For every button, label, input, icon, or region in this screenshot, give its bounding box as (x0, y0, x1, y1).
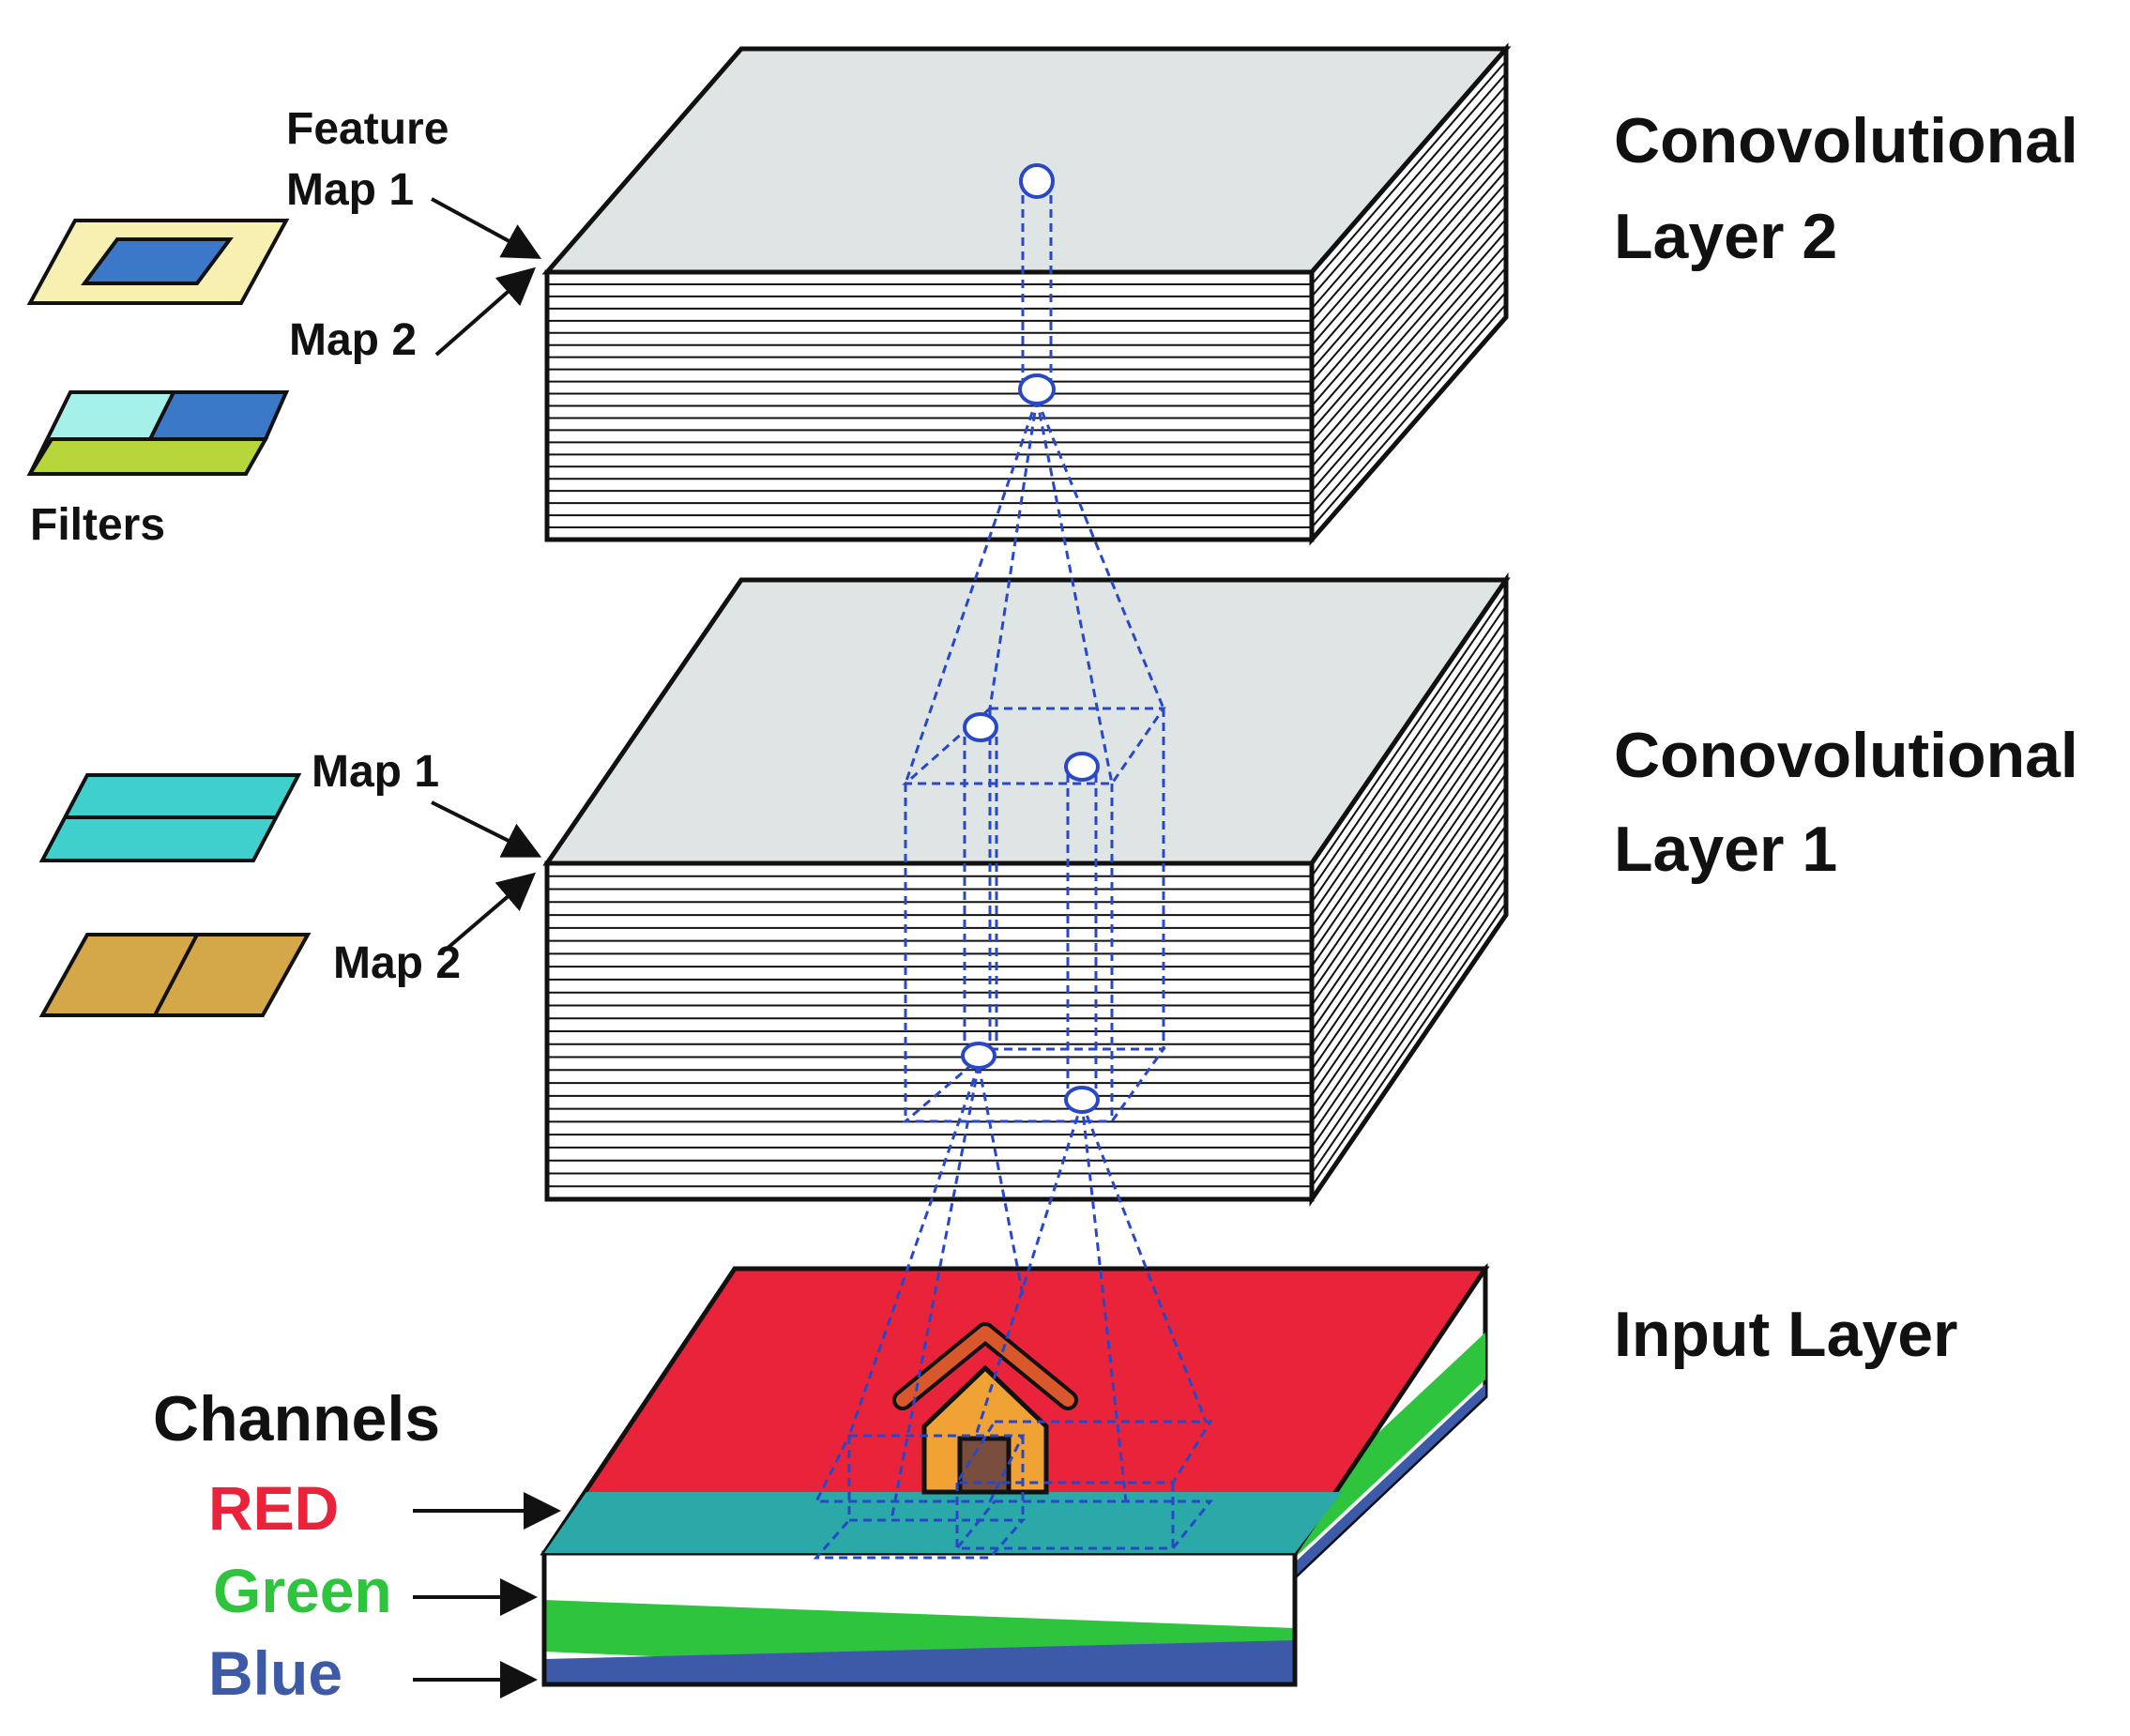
conv1-bottom-neuron-b (1064, 1086, 1100, 1114)
filters-label: Filters (30, 500, 165, 550)
channels-title: Channels (153, 1383, 440, 1454)
conv2-map1-label: Map 1 (286, 165, 414, 215)
stack-line-side (1311, 721, 1507, 1007)
stack-line-side (1311, 876, 1507, 1162)
conv-layer-1-block (542, 571, 1511, 1208)
arrows (413, 197, 561, 1698)
stack-line-side (1311, 181, 1507, 407)
stack-line-side (1311, 902, 1507, 1187)
input-side-blue-stripe (1295, 1384, 1485, 1576)
input-blue-channel (544, 1640, 1295, 1684)
conv2-bottom-neuron (1018, 373, 1056, 405)
stack-line-side (1311, 863, 1507, 1149)
conv2-title-line2: Layer 2 (1614, 201, 1837, 272)
stack-line-side (1311, 254, 1507, 480)
stack-line-side (1311, 109, 1507, 334)
stack-line-side (1311, 889, 1507, 1175)
stack-line-side (1311, 695, 1507, 981)
channel-green-label: Green (213, 1556, 392, 1625)
stack-line-side (1311, 121, 1507, 346)
conv1-filter-map-2 (38, 933, 312, 1017)
arrow-feature-map-1 (431, 197, 542, 259)
receptive-field-lines (813, 195, 1214, 1560)
stack-line-side (1311, 97, 1507, 322)
conv1-map2-label: Map 2 (333, 938, 461, 988)
stack-line-side (1311, 760, 1507, 1045)
conv1-neuron-b (1064, 752, 1100, 782)
stack-line-side (1311, 193, 1507, 419)
conv1-bottom-neuron-a (961, 1042, 997, 1070)
stack-line-side (1311, 657, 1507, 942)
conv2-map2-label: Map 2 (289, 315, 417, 365)
stack-line-side (1311, 617, 1507, 903)
conv-layer-2-block (541, 42, 1512, 546)
stack-line-side (1311, 592, 1507, 877)
stack-line-side (1311, 644, 1507, 929)
input-layer-title: Input Layer (1614, 1299, 1958, 1370)
conv1-title-line1: Conovolutional (1614, 720, 2078, 791)
arrow-conv1-map-1 (431, 800, 542, 858)
stack-line-side (1311, 825, 1507, 1110)
stack-line-side (1311, 850, 1507, 1135)
stack-line-side (1311, 84, 1507, 310)
stack-line-side (1311, 772, 1507, 1058)
stack-line-side (1311, 266, 1507, 492)
stack-line-side (1311, 303, 1507, 528)
stack-line-side (1311, 669, 1507, 954)
conv2-title-line1: Conovolutional (1614, 105, 2078, 176)
conv1-map1-label: Map 1 (312, 747, 439, 797)
house-icon (892, 1322, 1078, 1495)
channel-blue-label: Blue (208, 1638, 342, 1708)
stack-line-side (1311, 169, 1507, 395)
stack-line-side (1311, 747, 1507, 1032)
stack-line-side (1311, 218, 1507, 444)
conv2-top-neuron (1019, 163, 1055, 199)
stack-line-side (1311, 72, 1507, 297)
feature-label: Feature (286, 104, 449, 154)
stack-line-side (1311, 604, 1507, 891)
stack-line-side (1311, 837, 1507, 1122)
stack-line-side (1311, 230, 1507, 455)
stack-line-side (1311, 812, 1507, 1097)
arrow-conv1-map-2 (444, 872, 537, 952)
stack-line-side (1311, 631, 1507, 916)
stack-line-side (1311, 799, 1507, 1084)
conv1-stack-lines (547, 592, 1507, 1188)
stack-line-side (1311, 734, 1507, 1019)
stack-line-side (1311, 242, 1507, 467)
stack-line-side (1311, 708, 1507, 994)
stack-line-side (1311, 60, 1507, 285)
stack-line-side (1311, 157, 1507, 383)
conv1-title-line2: Layer 1 (1614, 814, 1837, 885)
stack-line-side (1311, 785, 1507, 1071)
neuron-circles (961, 163, 1100, 1114)
conv2-stack-lines (547, 60, 1507, 529)
stack-line-side (1311, 279, 1507, 504)
stack-line-side (1311, 145, 1507, 371)
stack-line-side (1311, 682, 1507, 967)
conv1-neuron-a (963, 712, 998, 742)
conv1-filter-map-1 (38, 773, 302, 862)
conv2-filter-map-1 (26, 219, 290, 305)
channel-red-label: RED (208, 1473, 339, 1543)
stack-line-side (1311, 133, 1507, 358)
stack-line-side (1311, 291, 1507, 516)
arrow-conv2-map-2 (434, 266, 537, 357)
input-red-front-band (544, 1492, 1342, 1553)
conv2-filter-map-2 (26, 390, 290, 476)
stack-line-side (1311, 206, 1507, 432)
input-layer-block (540, 1263, 1490, 1687)
input-side-green-stripe (1295, 1332, 1485, 1558)
